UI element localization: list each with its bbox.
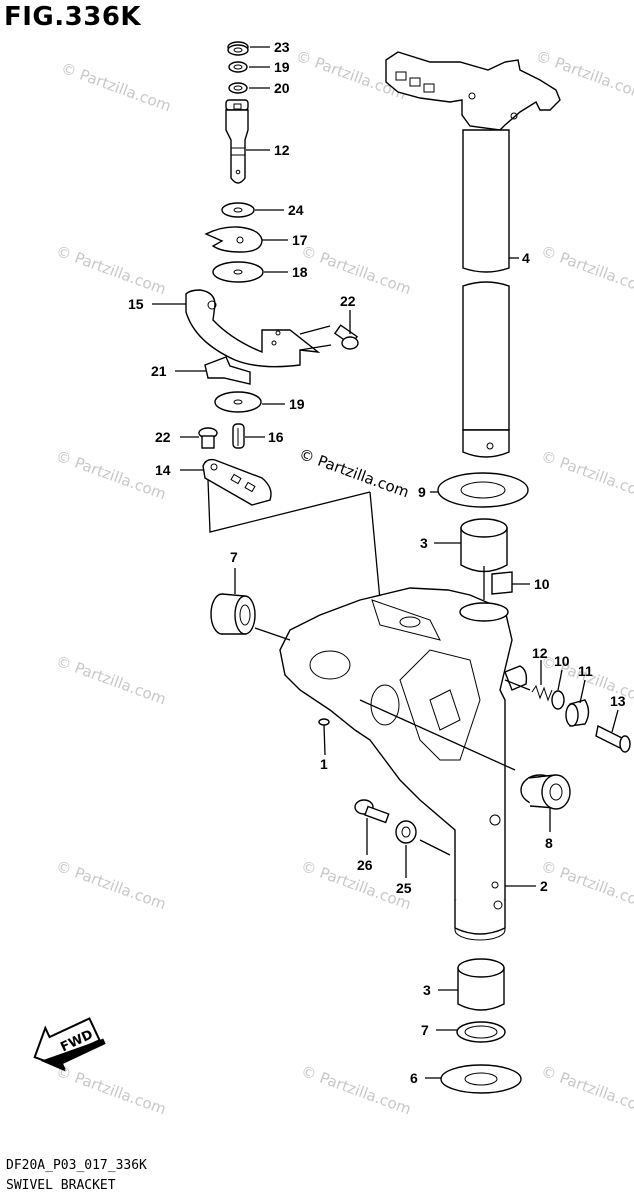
part-7-bushing-left[interactable] [210, 593, 256, 635]
part-label: 12 [274, 142, 290, 158]
watermark-text: © Partzilla.com [539, 857, 634, 914]
watermark-text: © Partzilla.com [539, 1062, 634, 1119]
part-5-washer[interactable] [440, 1064, 522, 1094]
part-3-bushing-upper[interactable] [460, 518, 508, 573]
watermark-text: © Partzilla.com [54, 1062, 169, 1119]
part-label: 23 [274, 39, 290, 55]
figure-footer: DF20A_P03_017_336K SWIVEL BRACKET [6, 1156, 147, 1196]
assembly-lines [254, 325, 531, 856]
part-22-bolt-lower[interactable] [198, 427, 218, 449]
watermark-text: © Partzilla.com [59, 59, 174, 116]
part-label: 3 [420, 535, 428, 551]
part-19-washer-upper[interactable] [212, 261, 264, 283]
part-label: 8 [545, 835, 553, 851]
part-12-washer[interactable] [551, 690, 565, 710]
part-7-bushing-right[interactable] [520, 774, 571, 810]
part-label: 2 [540, 878, 548, 894]
part-4-steering-shaft[interactable] [385, 51, 561, 458]
part-3-bushing-lower[interactable] [457, 958, 505, 1011]
watermark-text-dark: © Partzilla.com [297, 445, 412, 502]
part-label: 25 [396, 880, 412, 896]
figure-name: SWIVEL BRACKET [6, 1178, 116, 1193]
part-label: 12 [532, 645, 548, 661]
part-11-spring[interactable] [531, 684, 553, 702]
watermark-text: © Partzilla.com [54, 857, 169, 914]
figure-code: DF20A_P03_017_336K [6, 1158, 147, 1173]
part-label: 6 [410, 1070, 418, 1086]
part-1-pin[interactable] [318, 718, 330, 726]
part-label: 19 [289, 396, 305, 412]
part-9-key[interactable] [491, 571, 513, 595]
part-20-washer-upper[interactable] [228, 61, 248, 73]
part-label: 10 [554, 653, 570, 669]
leader-line [207, 479, 371, 533]
part-label: 21 [151, 363, 167, 379]
part-label: 18 [292, 264, 308, 280]
part-labels: 23 19 20 12 24 17 18 15 22 21 19 22 16 1… [128, 39, 626, 1086]
part-10-bushing[interactable] [565, 699, 590, 727]
watermark-text: © Partzilla.com [54, 242, 169, 299]
part-label: 16 [268, 429, 284, 445]
part-18-pin[interactable] [232, 423, 245, 449]
part-22-bolt-upper[interactable] [333, 324, 359, 350]
part-label: 7 [230, 549, 238, 565]
part-6-ring[interactable] [456, 1021, 506, 1043]
part-label: 19 [274, 59, 290, 75]
watermark-text: © Partzilla.com [299, 242, 414, 299]
part-23-washer[interactable] [227, 41, 249, 56]
part-label: 15 [128, 296, 144, 312]
part-17-plate[interactable] [204, 226, 263, 253]
watermark-text: © Partzilla.com [299, 1062, 414, 1119]
part-label: 24 [288, 202, 304, 218]
part-19-washer-lower[interactable] [214, 391, 262, 413]
part-label: 10 [534, 576, 550, 592]
part-20-washer-lower[interactable] [228, 82, 248, 94]
part-label: 9 [418, 484, 426, 500]
watermark-text: © Partzilla.com [539, 242, 634, 299]
part-label: 22 [340, 293, 356, 309]
part-13-bolt[interactable] [595, 724, 631, 753]
part-24-washer[interactable] [221, 202, 255, 218]
part-16-plate[interactable] [202, 458, 272, 506]
part-label: 22 [155, 429, 171, 445]
part-2-swivel-bracket[interactable] [279, 587, 528, 941]
watermark-text: © Partzilla.com [539, 447, 634, 504]
part-26-bolt[interactable] [354, 799, 390, 824]
part-label: 14 [155, 462, 171, 478]
part-label: 7 [421, 1022, 429, 1038]
figure-title: FIG.336K [4, 2, 142, 32]
watermark-text: © Partzilla.com [54, 652, 169, 709]
leader-line [369, 491, 381, 601]
watermark-text: © Partzilla.com [54, 447, 169, 504]
part-label: 26 [357, 857, 373, 873]
fwd-arrow-icon: FWD [33, 1017, 106, 1072]
part-label: 13 [610, 693, 626, 709]
leader-lines [152, 46, 619, 1079]
part-21-plate[interactable] [204, 356, 251, 385]
part-8-washer[interactable] [437, 472, 529, 508]
part-label: 11 [578, 663, 593, 679]
part-label: 20 [274, 80, 290, 96]
part-14-pin[interactable] [225, 99, 249, 184]
part-15-arm[interactable] [185, 289, 321, 368]
part-label: 17 [292, 232, 308, 248]
part-label: 1 [320, 756, 328, 772]
part-label: 3 [423, 982, 431, 998]
part-25-collar[interactable] [395, 820, 417, 844]
part-label: 4 [522, 250, 530, 266]
